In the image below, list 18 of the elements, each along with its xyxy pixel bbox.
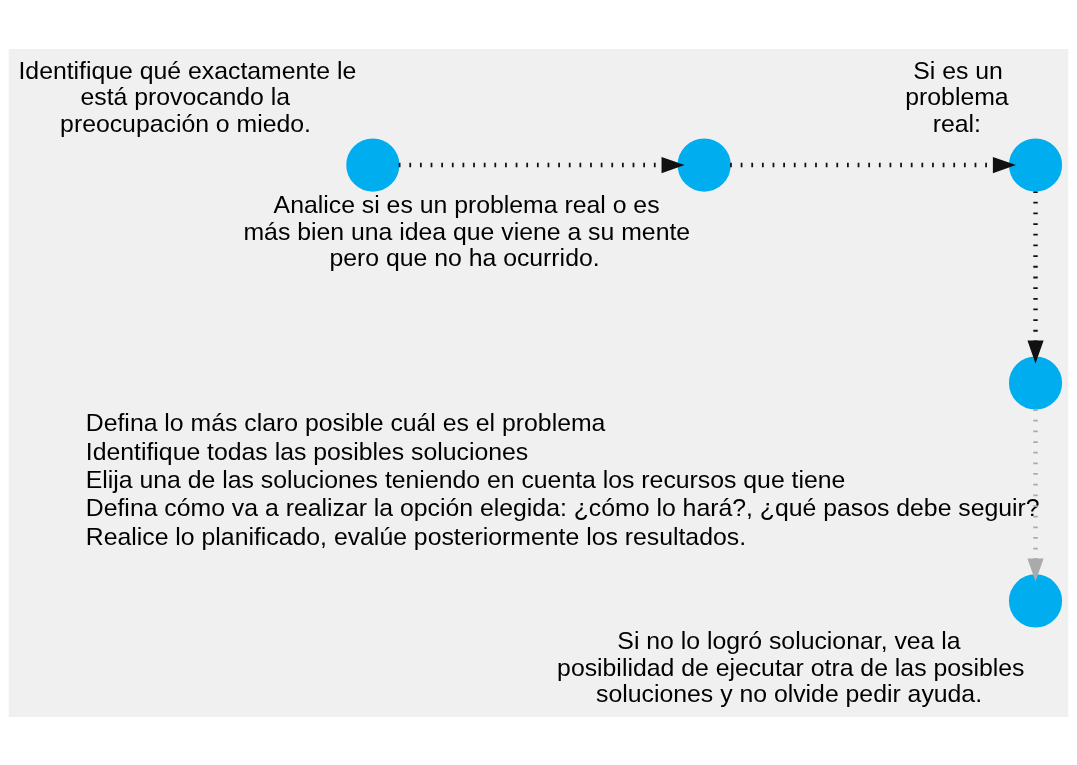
node-label: Defina cómo va a realizar la opción elegida: ¿cómo lo hará?, ¿qué pasos debe seguir?	[85, 493, 1040, 521]
node-circle	[1008, 573, 1063, 627]
arrow	[730, 156, 1016, 173]
arrow	[1027, 190, 1044, 364]
node-circle	[677, 138, 731, 192]
node-label: Si es un problema real:	[905, 56, 1009, 137]
node-label: Realice lo planificado, evalúe posteriormente los resultados.	[85, 522, 747, 550]
arrow	[1027, 408, 1044, 582]
node-label: Defina lo más claro posible cuál es el problema	[85, 408, 606, 436]
node-label: Si no lo logró solucionar, vea la posibilidad de ejecutar otra de las posibles soluciones y no olvide pedir ayuda.	[557, 626, 1025, 707]
node-circle	[1008, 355, 1063, 410]
node-label: Analice si es un problema real o es más bien una idea que viene a su mente pero que no ha ocurrido.	[243, 190, 691, 271]
arrow	[398, 156, 685, 173]
node-circle	[1008, 138, 1063, 192]
node-circle	[346, 138, 400, 192]
node-label: Elija una de las soluciones teniendo en cuenta los recursos que tiene	[85, 465, 846, 493]
node-label: Identifique qué exactamente le está provocando la preocupación o miedo.	[18, 56, 357, 137]
node-label: Identifique todas las posibles soluciones	[85, 437, 529, 465]
